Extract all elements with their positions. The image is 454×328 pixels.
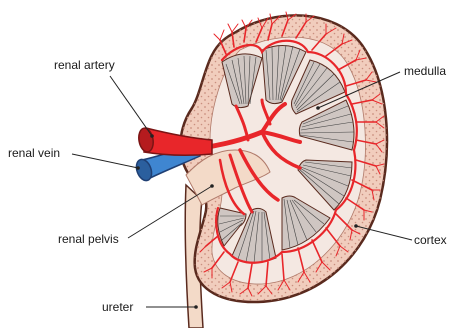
label-renal-pelvis: renal pelvis [58,232,119,246]
leader-renal-artery [110,76,152,136]
label-medulla: medulla [404,64,446,78]
leader-renal-vein [72,154,138,168]
label-renal-artery: renal artery [54,58,115,72]
label-renal-vein: renal vein [8,146,60,160]
label-cortex: cortex [414,233,447,247]
label-ureter: ureter [102,300,133,314]
